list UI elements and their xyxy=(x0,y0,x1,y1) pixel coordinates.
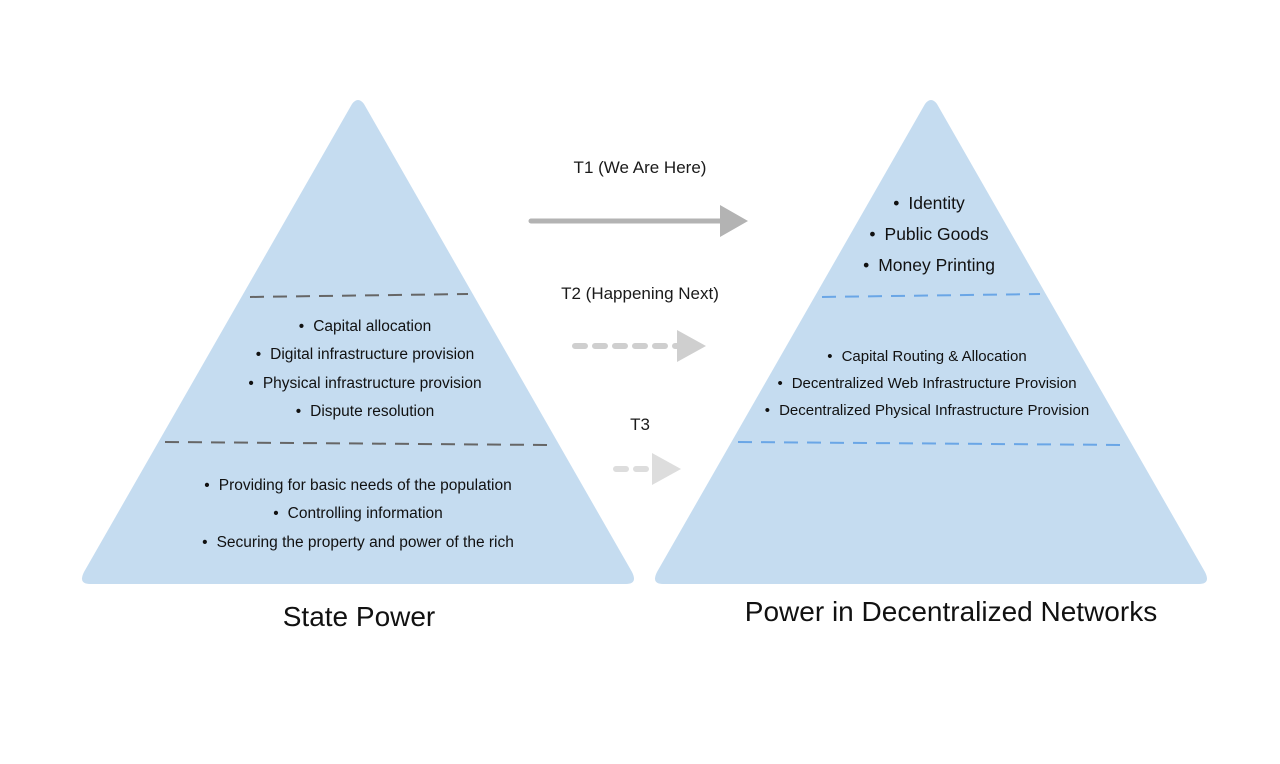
right-divider-upper xyxy=(821,293,1041,298)
arrow-t1-label: T1 (We Are Here) xyxy=(573,158,707,177)
list-item: Controlling information xyxy=(202,500,514,528)
list-item: Digital infrastructure provision xyxy=(248,341,481,369)
list-item: Capital Routing & Allocation xyxy=(765,343,1089,370)
left-pyramid-title: State Power xyxy=(282,601,436,632)
list-item: Capital allocation xyxy=(248,313,481,341)
list-item: Providing for basic needs of the populat… xyxy=(202,472,514,500)
left-divider-lower xyxy=(164,441,551,446)
list-item: Decentralized Physical Infrastructure Pr… xyxy=(765,397,1089,424)
list-item: Dispute resolution xyxy=(248,398,481,426)
right-divider-lower xyxy=(737,441,1125,446)
arrow-t1 xyxy=(528,205,748,237)
list-item: Physical infrastructure provision xyxy=(248,370,482,398)
arrow-t2 xyxy=(572,330,706,362)
list-item: Securing the property and power of the r… xyxy=(202,529,514,557)
list-item: Money Printing xyxy=(863,250,995,281)
right-pyramid-title: Power in Decentralized Networks xyxy=(744,596,1158,627)
right-pyramid-shape xyxy=(655,100,1207,584)
right-top-list: Identity Public Goods Money Printing xyxy=(863,188,995,281)
left-divider-upper xyxy=(249,293,469,298)
list-item: Identity xyxy=(863,188,995,219)
list-item: Public Goods xyxy=(863,219,995,250)
left-bottom-list: Providing for basic needs of the populat… xyxy=(202,472,514,557)
arrow-t2-label: T2 (Happening Next) xyxy=(561,284,719,303)
left-middle-list: Capital allocation Digital infrastructur… xyxy=(248,313,482,426)
arrow-t3-label: T3 xyxy=(630,415,650,434)
arrow-t3 xyxy=(613,453,681,485)
list-item: Decentralized Web Infrastructure Provisi… xyxy=(765,370,1089,397)
right-middle-list: Capital Routing & Allocation Decentraliz… xyxy=(765,343,1089,424)
